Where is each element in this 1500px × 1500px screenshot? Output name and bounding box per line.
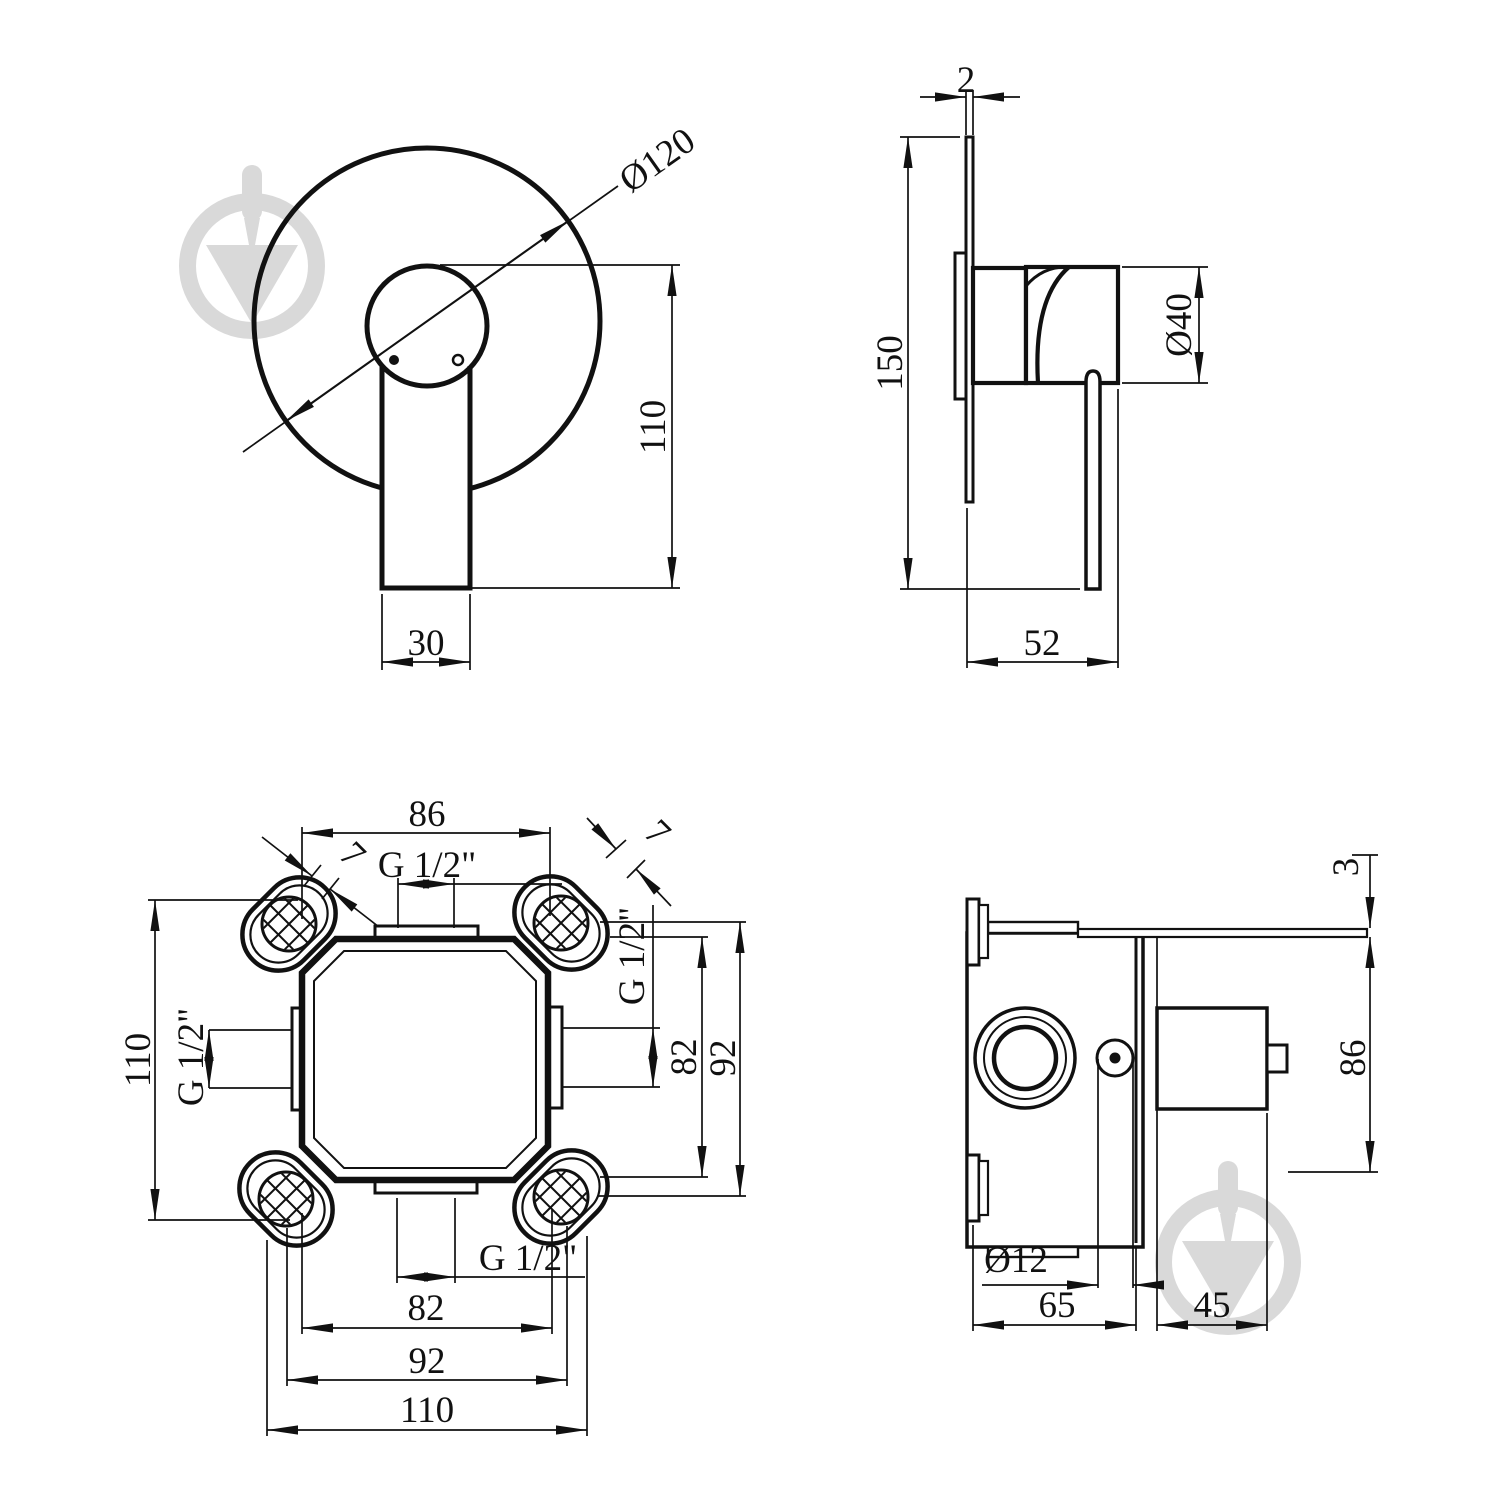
- flange-top-outer: [965, 897, 981, 967]
- dim-width-inner: 82: [408, 1288, 445, 1329]
- view-front-trim: Ø120 110 30: [242, 120, 703, 670]
- dim-thread-left: G 1/2": [171, 1008, 212, 1106]
- dim-strip-thickness: 3: [1326, 858, 1367, 877]
- port-circle-outer: [973, 1006, 1077, 1110]
- screw-hole-center: [1109, 1052, 1121, 1064]
- dim-box-width-top: 86: [409, 794, 446, 835]
- lever-handle: [1084, 369, 1102, 591]
- box-inner-line: [313, 950, 537, 1169]
- dim-height-outer: 92: [703, 1040, 744, 1077]
- dim-hole-diameter: Ø12: [984, 1240, 1048, 1281]
- dim-width-bottom: 110: [400, 1390, 454, 1431]
- flange-bottom-inner: [977, 1159, 990, 1217]
- dim-front-height: 110: [633, 400, 674, 454]
- cartridge-housing: [1155, 1006, 1269, 1111]
- cartridge-stem: [1265, 1043, 1289, 1074]
- dim-body-diameter: Ø40: [1159, 293, 1200, 357]
- port-circle-inner: [991, 1024, 1059, 1092]
- body-shoulder-curve: [1024, 265, 1067, 287]
- view-box-side: 3 86 Ø12 65 45: [965, 854, 1378, 1331]
- view-box-front: 86 G 1/2" 7 7 110 G 1/2" G 1/2" 82 92 G …: [118, 794, 746, 1436]
- dim-stem-width: 30: [408, 623, 445, 664]
- dim-thread-bottom: G 1/2": [479, 1238, 577, 1279]
- box-body-outline: [298, 935, 552, 1184]
- dim-plate-thickness: 2: [957, 60, 976, 101]
- flange-top-inner: [977, 903, 990, 960]
- handle-stem: [379, 366, 473, 591]
- dim-box-side-height: 86: [1333, 1040, 1374, 1077]
- set-screw-dot: [451, 353, 465, 367]
- handle-body: [1023, 264, 1121, 386]
- view-side-trim: 2 150 Ø40 52: [870, 60, 1208, 668]
- dim-depth-box: 65: [1039, 1285, 1076, 1326]
- wall-flange: [953, 251, 968, 401]
- port-circle-mid: [983, 1016, 1067, 1100]
- dim-box-height-left: 110: [118, 1033, 159, 1087]
- dim-plate-height: 150: [870, 335, 911, 391]
- escutcheon-sleeve: [970, 265, 1029, 386]
- dim-thread-right: G 1/2": [612, 907, 653, 1005]
- box-side-body: [965, 931, 1145, 1249]
- dim-height-inner: 82: [664, 1039, 705, 1076]
- body-profile-curve: [1035, 265, 1071, 384]
- flange-bottom-outer: [965, 1153, 981, 1223]
- pivot-dot: [389, 355, 399, 365]
- wall-plate-strip: [1076, 927, 1369, 939]
- dim-thread-top: G 1/2": [378, 845, 476, 886]
- dim-depth-cartridge: 45: [1194, 1285, 1231, 1326]
- bottom-strap: [986, 1245, 1080, 1259]
- top-strap: [986, 920, 1080, 935]
- dim-trim-depth: 52: [1024, 623, 1061, 664]
- dim-width-mid: 92: [409, 1341, 446, 1382]
